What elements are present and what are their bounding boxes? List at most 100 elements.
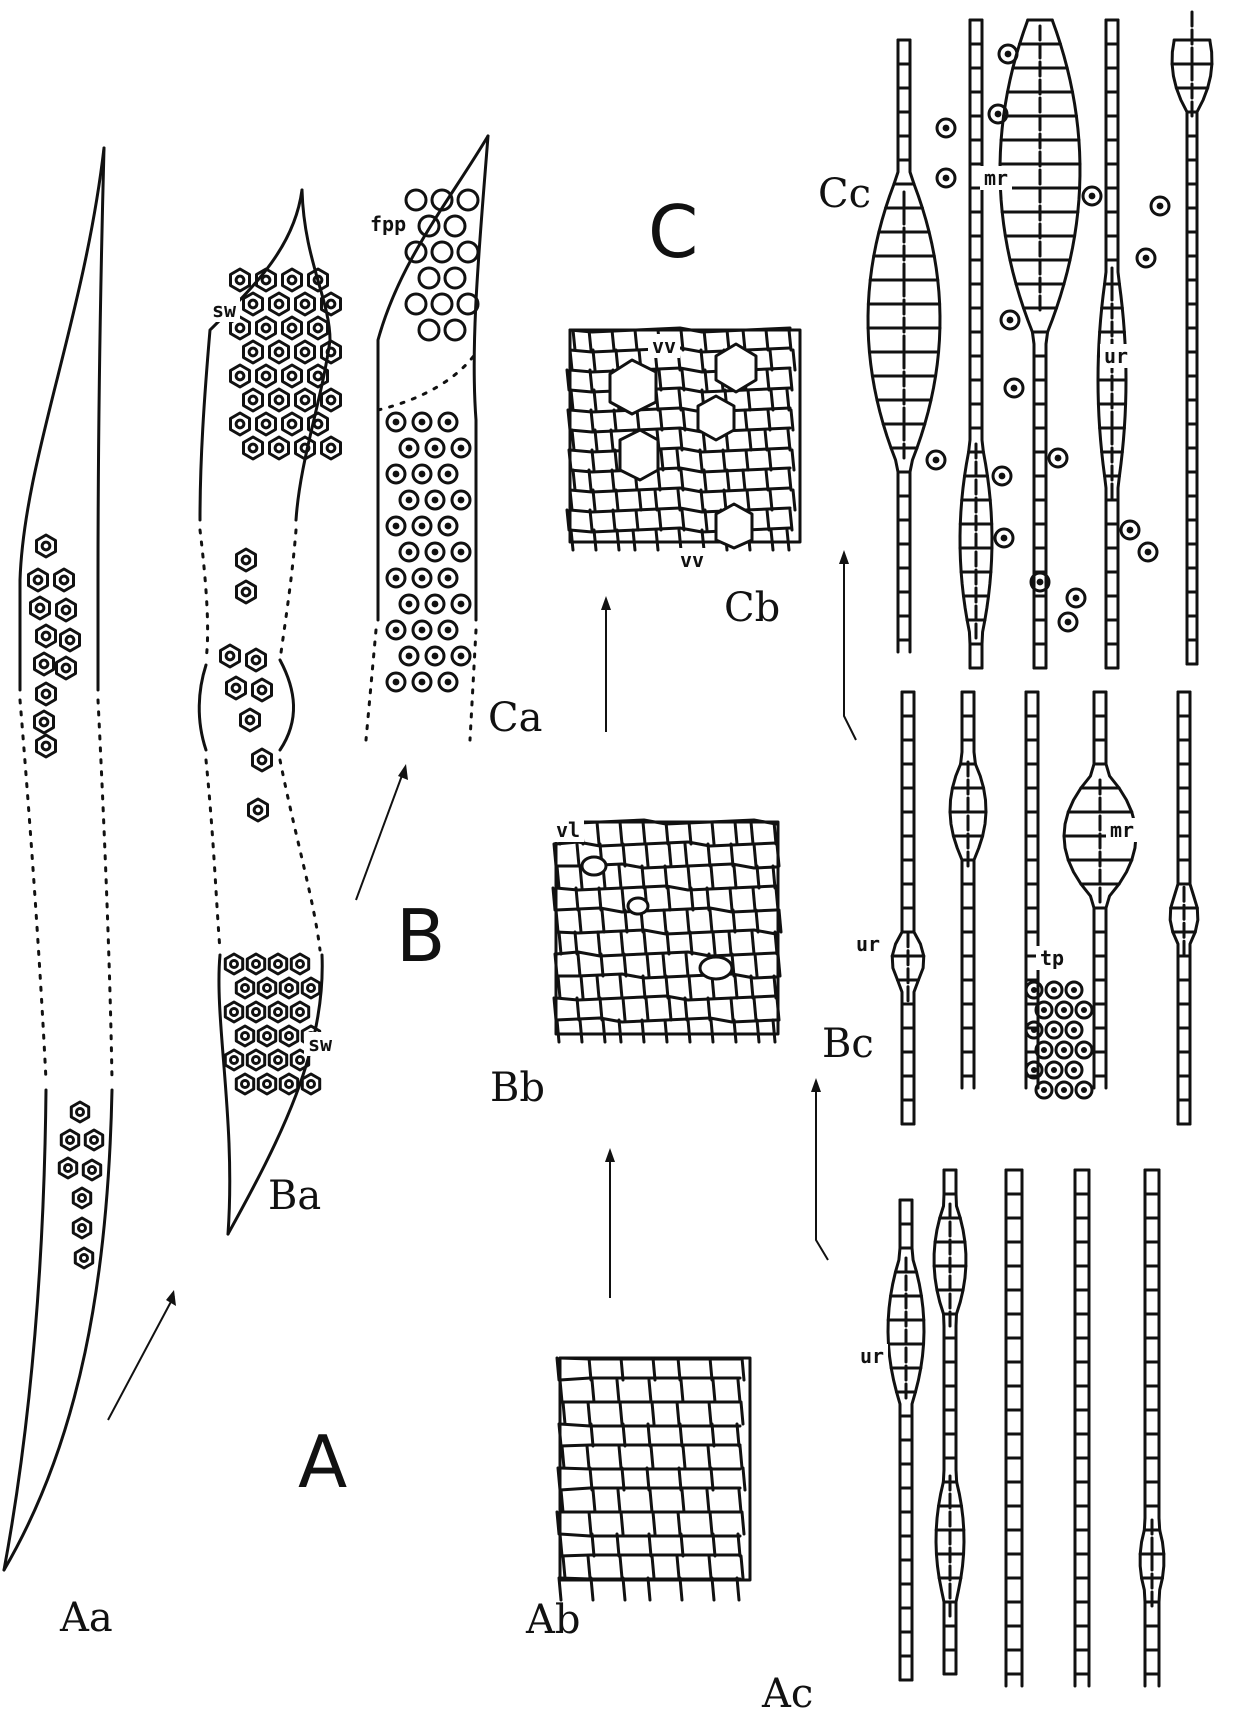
- pit: [269, 1050, 286, 1070]
- pit: [231, 413, 250, 435]
- pit: [85, 1130, 102, 1150]
- tag-vv-top: vv: [648, 334, 680, 358]
- pit: [237, 581, 256, 603]
- pit: [406, 190, 426, 210]
- pit: [445, 320, 465, 340]
- pit: [283, 413, 302, 435]
- pit: [258, 978, 275, 998]
- pit: [225, 1002, 242, 1022]
- tag-vl: vl: [552, 818, 584, 842]
- pit: [445, 268, 465, 288]
- tag-fpp: fpp: [366, 212, 410, 236]
- pit: [322, 437, 341, 459]
- grid-Cb: [567, 328, 800, 550]
- pit: [269, 1002, 286, 1022]
- pit: [244, 341, 263, 363]
- pit: [31, 597, 50, 619]
- pit: [61, 1130, 78, 1150]
- pit: [231, 365, 250, 387]
- pit: [291, 954, 308, 974]
- tag-ur-Ac: ur: [856, 1344, 888, 1368]
- sublabel-Bc: Bc: [822, 1024, 874, 1064]
- pit: [291, 1002, 308, 1022]
- rays-Cc: [868, 12, 1212, 668]
- pit: [280, 1074, 297, 1094]
- pit: [73, 1188, 90, 1208]
- pit: [83, 1160, 100, 1180]
- pit: [221, 645, 240, 667]
- sublabel-Bb: Bb: [490, 1068, 545, 1108]
- pit: [249, 799, 268, 821]
- pit: [57, 657, 76, 679]
- pit: [283, 269, 302, 291]
- pit: [57, 599, 76, 621]
- pit: [236, 1074, 253, 1094]
- sublabel-Ab: Ab: [526, 1600, 581, 1640]
- pit: [309, 317, 328, 339]
- pit: [59, 1158, 76, 1178]
- pit: [445, 216, 465, 236]
- tag-sw-top: sw: [208, 298, 240, 322]
- pit: [419, 320, 439, 340]
- pit: [247, 954, 264, 974]
- fibre-Ba: [199, 190, 340, 1234]
- pit: [280, 1026, 297, 1046]
- pit: [71, 1102, 88, 1122]
- pit: [244, 293, 263, 315]
- pit: [270, 437, 289, 459]
- pit: [231, 269, 250, 291]
- sublabel-Cc: Cc: [818, 174, 871, 214]
- pit: [419, 216, 439, 236]
- pit: [406, 294, 426, 314]
- pit: [296, 341, 315, 363]
- pit: [257, 413, 276, 435]
- pit: [247, 1050, 264, 1070]
- pit: [237, 549, 256, 571]
- pit: [269, 954, 286, 974]
- pit: [225, 1050, 242, 1070]
- pit: [29, 569, 48, 591]
- pit: [283, 365, 302, 387]
- pit: [37, 683, 56, 705]
- tag-mr-Cc: mr: [980, 166, 1012, 190]
- pit: [458, 190, 478, 210]
- panel-label-A: A: [298, 1426, 347, 1498]
- tag-vv-bottom: vv: [676, 548, 708, 572]
- pit: [244, 389, 263, 411]
- pit: [236, 1026, 253, 1046]
- panel-label-C: C: [648, 196, 698, 268]
- pit: [270, 389, 289, 411]
- sublabel-Aa: Aa: [60, 1598, 113, 1638]
- pit: [227, 677, 246, 699]
- tag-ur-Cc: ur: [1100, 344, 1132, 368]
- pit: [55, 569, 74, 591]
- fibre-Aa: [4, 148, 112, 1570]
- sublabel-Ac: Ac: [762, 1674, 813, 1714]
- pit: [258, 1074, 275, 1094]
- pit: [257, 317, 276, 339]
- grid-Bb: [553, 820, 781, 1042]
- pit: [247, 1002, 264, 1022]
- pit: [75, 1248, 92, 1268]
- pit: [37, 625, 56, 647]
- pit: [322, 389, 341, 411]
- pit: [37, 535, 56, 557]
- rays-Ac: [888, 1170, 1164, 1686]
- pit: [280, 978, 297, 998]
- pit: [253, 679, 272, 701]
- pit: [302, 1074, 319, 1094]
- pit: [270, 341, 289, 363]
- grid-Ab: [557, 1358, 750, 1600]
- pit: [35, 711, 54, 733]
- pit: [225, 954, 242, 974]
- pit: [296, 293, 315, 315]
- pit: [270, 293, 289, 315]
- pit: [283, 317, 302, 339]
- tag-tp: tp: [1036, 946, 1068, 970]
- sublabel-Ba: Ba: [268, 1176, 321, 1216]
- sublabel-Cb: Cb: [724, 588, 780, 628]
- pit: [432, 242, 452, 262]
- pit: [302, 978, 319, 998]
- sublabel-Ca: Ca: [488, 698, 542, 738]
